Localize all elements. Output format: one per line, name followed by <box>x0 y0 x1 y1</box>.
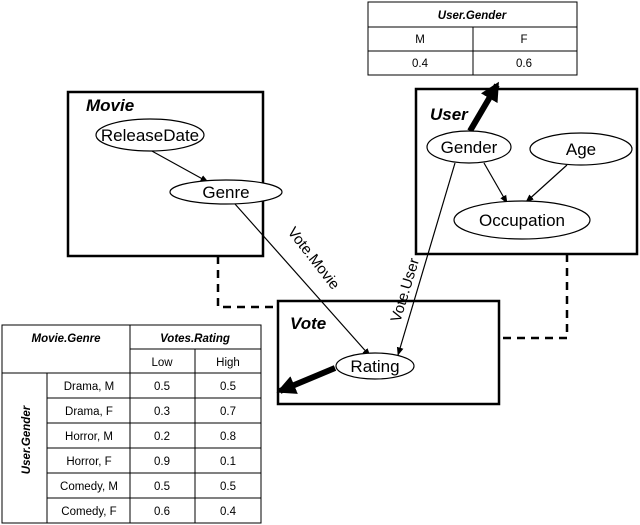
gender-cpt-value-m: 0.4 <box>412 58 429 70</box>
node-genre-label: Genre <box>202 183 249 202</box>
edge-releasedate-genre <box>149 149 209 183</box>
gender-cpt-title: User.Gender <box>438 10 507 22</box>
node-occupation-label: Occupation <box>479 211 565 230</box>
node-genre: Genre <box>169 179 283 205</box>
node-rating-label: Rating <box>350 357 399 376</box>
node-release-date-label: ReleaseDate <box>101 126 199 145</box>
gender-cpt-table: User.Gender M F 0.4 0.6 <box>367 1 578 76</box>
rating-cpt-header-high: High <box>216 357 240 369</box>
rating-cpt-row-label: Drama, M <box>64 381 114 393</box>
rating-cpt-low-value: 0.3 <box>154 406 170 418</box>
movie-class: Movie <box>66 90 265 258</box>
rating-cpt-row-label: Horror, M <box>65 431 113 443</box>
rating-cpt-row-label: Drama, F <box>65 406 113 418</box>
rating-cpt-row-label: Comedy, F <box>61 506 116 518</box>
edge-gender-occupation <box>483 162 508 204</box>
gender-cpt-header-m: M <box>415 34 425 46</box>
node-occupation: Occupation <box>453 200 591 240</box>
vote-class: Vote <box>276 299 501 406</box>
rating-cpt-low-value: 0.5 <box>154 481 170 493</box>
rating-cpt-low-value: 0.9 <box>154 456 170 468</box>
dependency-edges <box>149 149 568 357</box>
vote-class-box <box>276 299 501 406</box>
rating-cpt-row-label: Horror, F <box>66 456 111 468</box>
edge-genre-rating <box>234 203 371 357</box>
vote-movie-label: Vote.Movie <box>284 224 343 293</box>
user-class: User <box>414 87 639 256</box>
node-rating: Rating <box>335 352 415 380</box>
rating-cpt-high-value: 0.5 <box>220 381 236 393</box>
rating-cpt-table: Movie.Genre Votes.Rating Low High User.G… <box>1 324 262 524</box>
vote-class-title: Vote <box>290 314 326 333</box>
gender-cpt-value-f: 0.6 <box>516 58 532 70</box>
node-age-label: Age <box>566 140 596 159</box>
rating-cpt-row-group-header: User.Gender <box>21 405 33 474</box>
rating-cpt-low-value: 0.5 <box>154 381 170 393</box>
rating-cpt-row-label: Comedy, M <box>60 481 118 493</box>
rating-cpt-corner-header: Movie.Genre <box>31 333 101 345</box>
node-gender-label: Gender <box>441 138 498 157</box>
edge-gender-rating <box>396 162 456 356</box>
rating-cpt-high-value: 0.8 <box>220 431 236 443</box>
node-release-date: ReleaseDate <box>95 118 205 152</box>
rating-cpt-column-group-header: Votes.Rating <box>160 333 230 345</box>
rating-cpt-low-value: 0.6 <box>154 506 170 518</box>
rating-cpt-high-value: 0.7 <box>220 406 236 418</box>
thick-arrow-to-rating-cpt <box>276 365 337 394</box>
rating-cpt-high-value: 0.5 <box>220 481 236 493</box>
node-gender: Gender <box>426 130 512 164</box>
user-vote-connector <box>499 254 569 340</box>
dashed-connectors <box>216 254 569 340</box>
rating-cpt-high-value: 0.4 <box>220 506 237 518</box>
movie-class-title: Movie <box>86 96 134 115</box>
edge-age-occupation <box>525 164 568 203</box>
movie-vote-connector <box>216 256 278 309</box>
rating-cpt-header-low: Low <box>151 357 173 369</box>
rating-cpt-low-value: 0.2 <box>154 431 170 443</box>
node-age: Age <box>529 132 633 166</box>
thick-arrow-to-gender-cpt <box>467 81 500 133</box>
user-class-box <box>414 87 639 256</box>
movie-class-box <box>66 90 265 258</box>
rating-cpt-high-value: 0.1 <box>220 456 236 468</box>
user-class-title: User <box>430 105 469 124</box>
gender-cpt-header-f: F <box>520 34 527 46</box>
